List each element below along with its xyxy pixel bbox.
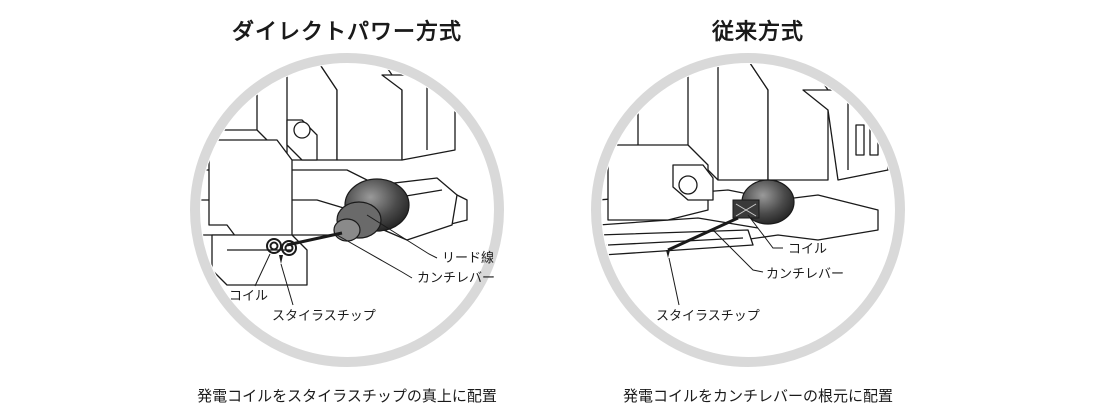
leader-lines bbox=[668, 214, 783, 306]
cantilever-rod bbox=[286, 231, 343, 247]
direct-power-panel: ダイレクトパワー方式 bbox=[137, 0, 557, 420]
stylus-tip-mark bbox=[666, 250, 670, 258]
callout-stylus-tip: スタイラスチップ bbox=[656, 309, 760, 324]
cartridge-body-drawing bbox=[602, 64, 889, 256]
conventional-illustration: コイル カンチレバー スタイラスチップ bbox=[591, 53, 905, 367]
conventional-title: 従来方式 bbox=[711, 20, 804, 45]
callout-stylus-tip: スタイラスチップ bbox=[272, 309, 376, 324]
direct-power-illustration: リード線 カンチレバー コイル スタイラスチップ bbox=[190, 53, 504, 367]
cantilever-rod bbox=[667, 216, 739, 252]
conventional-caption: 発電コイルをカンチレバーの根元に配置 bbox=[622, 387, 893, 405]
stylus-tip-mark bbox=[279, 255, 283, 264]
callout-cantilever: カンチレバー bbox=[417, 271, 495, 286]
leader-lines bbox=[254, 214, 438, 306]
direct-power-title: ダイレクトパワー方式 bbox=[231, 20, 462, 45]
coil-pair bbox=[266, 238, 297, 256]
direct-power-caption: 発電コイルをスタイラスチップの真上に配置 bbox=[197, 387, 497, 405]
armature-barrel bbox=[732, 179, 795, 225]
callout-coil: コイル bbox=[788, 242, 827, 257]
armature-barrel bbox=[333, 178, 410, 242]
callout-cantilever: カンチレバー bbox=[766, 267, 844, 282]
callout-coil: コイル bbox=[229, 289, 268, 304]
callout-lead-wire: リード線 bbox=[442, 250, 494, 266]
conventional-panel: 従来方式 bbox=[548, 0, 968, 420]
